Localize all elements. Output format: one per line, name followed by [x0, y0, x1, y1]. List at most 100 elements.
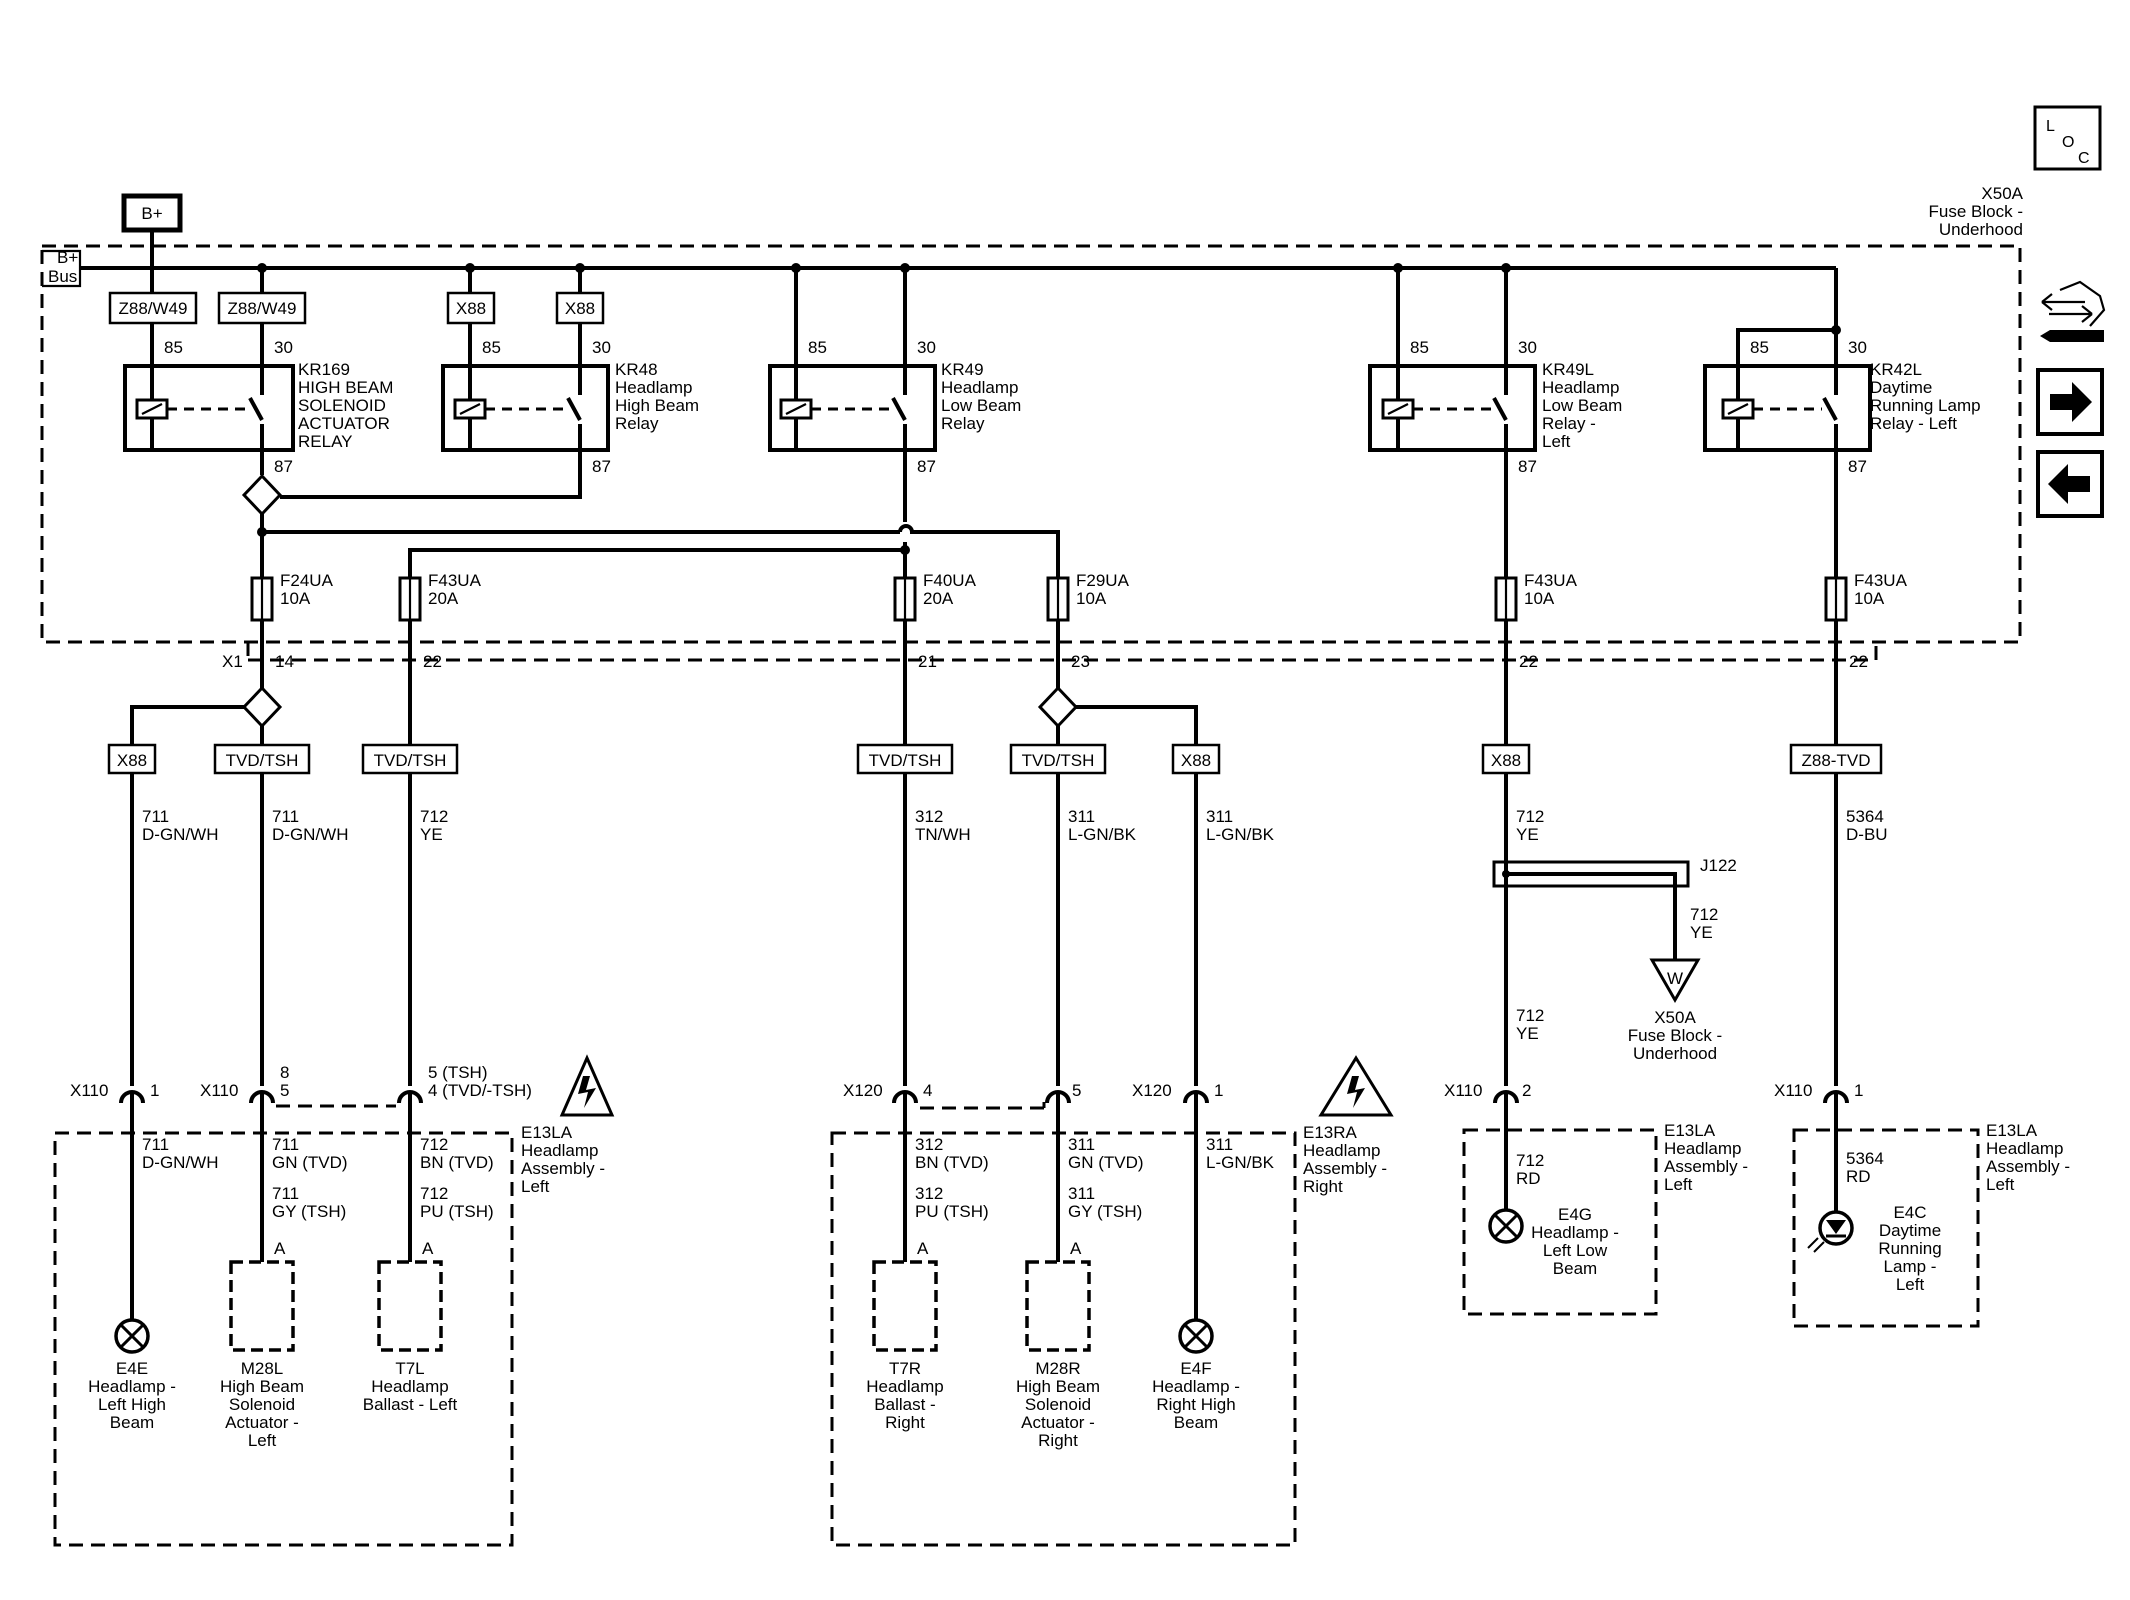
svg-text:Ballast - Left: Ballast - Left — [363, 1395, 458, 1414]
svg-text:712: 712 — [1516, 807, 1544, 826]
arrow-left-icon[interactable] — [2036, 450, 2104, 518]
svg-text:GN (TVD): GN (TVD) — [1068, 1153, 1144, 1172]
relay-label: Relay — [941, 414, 985, 433]
esd-warning-icon — [1318, 1055, 1394, 1117]
pin-a-label: A — [422, 1239, 434, 1258]
relay-pin-85: 85 — [1750, 338, 1769, 357]
relay-label: KR42L — [1870, 360, 1922, 379]
svg-text:E13LA: E13LA — [1986, 1121, 2038, 1140]
relay-pin-85: 85 — [482, 338, 501, 357]
relay-label: Relay — [615, 414, 659, 433]
fuse-rating: 20A — [428, 589, 459, 608]
svg-text:X88: X88 — [456, 299, 486, 318]
splice-destination: X50A Fuse Block - Underhood — [1628, 1008, 1722, 1063]
svg-text:Solenoid: Solenoid — [1025, 1395, 1091, 1414]
fuse-name: F43UA — [1854, 571, 1908, 590]
ballast-component — [377, 1260, 443, 1352]
relay-label: KR49L — [1542, 360, 1594, 379]
svg-text:Left Low: Left Low — [1543, 1241, 1608, 1260]
svg-text:PU (TSH): PU (TSH) — [915, 1202, 989, 1221]
assembly-boundary-drl — [1792, 1128, 1980, 1328]
svg-text:Headlamp: Headlamp — [371, 1377, 449, 1396]
svg-text:711: 711 — [142, 1135, 169, 1154]
fuse-connector-pin: 21 — [918, 652, 937, 671]
x1-connector-boundary — [248, 642, 1878, 662]
fuse-connector-pin: 22 — [1519, 652, 1538, 671]
relay-label: KR49 — [941, 360, 984, 379]
option-tag-x88-2: X88 — [555, 291, 605, 325]
fuse-name: F29UA — [1076, 571, 1130, 590]
loc-o: O — [2062, 134, 2074, 151]
relay-label: Relay - — [1542, 414, 1596, 433]
svg-text:711: 711 — [272, 1135, 299, 1154]
fuse-connector-pin: 23 — [1071, 652, 1090, 671]
relay-label: Relay - Left — [1870, 414, 1957, 433]
svg-text:Beam: Beam — [110, 1413, 154, 1432]
svg-text:Assembly -: Assembly - — [1303, 1159, 1387, 1178]
location-button[interactable]: L O C — [2033, 105, 2102, 171]
svg-text:TN/WH: TN/WH — [915, 825, 971, 844]
svg-text:Running: Running — [1878, 1239, 1941, 1258]
harness-icon[interactable] — [2040, 280, 2106, 342]
relay-label: Left — [1542, 432, 1571, 451]
svg-text:Assembly -: Assembly - — [1664, 1157, 1748, 1176]
relay-switch-icon — [1822, 366, 1838, 450]
svg-text:311: 311 — [1206, 1135, 1233, 1154]
svg-text:Daytime: Daytime — [1879, 1221, 1941, 1240]
solenoid-component — [1025, 1260, 1091, 1352]
pin-a-label: A — [917, 1239, 929, 1258]
svg-text:311: 311 — [1068, 1135, 1095, 1154]
svg-text:Solenoid: Solenoid — [229, 1395, 295, 1414]
svg-text:BN (TVD): BN (TVD) — [420, 1153, 494, 1172]
svg-text:311: 311 — [1068, 807, 1095, 826]
svg-text:Underhood: Underhood — [1633, 1044, 1717, 1063]
svg-text:Headlamp: Headlamp — [521, 1141, 599, 1160]
svg-text:Left: Left — [1986, 1175, 2015, 1194]
svg-text:Z88/W49: Z88/W49 — [119, 299, 188, 318]
relay-label: ACTUATOR — [298, 414, 390, 433]
lamp-bulb-icon — [114, 1318, 150, 1354]
svg-text:BN (TVD): BN (TVD) — [915, 1153, 989, 1172]
svg-text:T7L: T7L — [395, 1359, 424, 1378]
relay-pin-87: 87 — [917, 457, 936, 476]
relay-pin-87: 87 — [1848, 457, 1867, 476]
svg-text:5 (TSH): 5 (TSH) — [428, 1063, 488, 1082]
svg-text:X50A: X50A — [1654, 1008, 1696, 1027]
relay-label: HIGH BEAM — [298, 378, 393, 397]
relay-pin-85: 85 — [164, 338, 183, 357]
svg-text:W: W — [1667, 969, 1683, 988]
esd-warning-icon — [559, 1054, 615, 1117]
option-tag: Z88-TVD — [1789, 743, 1883, 775]
svg-text:TVD/TSH: TVD/TSH — [869, 751, 942, 770]
relay-label: KR48 — [615, 360, 658, 379]
svg-text:Beam: Beam — [1174, 1413, 1218, 1432]
pin-a-label: A — [1070, 1239, 1082, 1258]
fuse-rating: 10A — [1854, 589, 1885, 608]
svg-text:8: 8 — [280, 1063, 289, 1082]
fuse-rating: 10A — [1076, 589, 1107, 608]
svg-text:T7R: T7R — [889, 1359, 921, 1378]
relay-label: RELAY — [298, 432, 353, 451]
svg-text:Left: Left — [248, 1431, 277, 1450]
svg-text:D-BU: D-BU — [1846, 825, 1888, 844]
relay-pin-30: 30 — [274, 338, 293, 357]
arrow-right-icon[interactable] — [2036, 368, 2104, 436]
